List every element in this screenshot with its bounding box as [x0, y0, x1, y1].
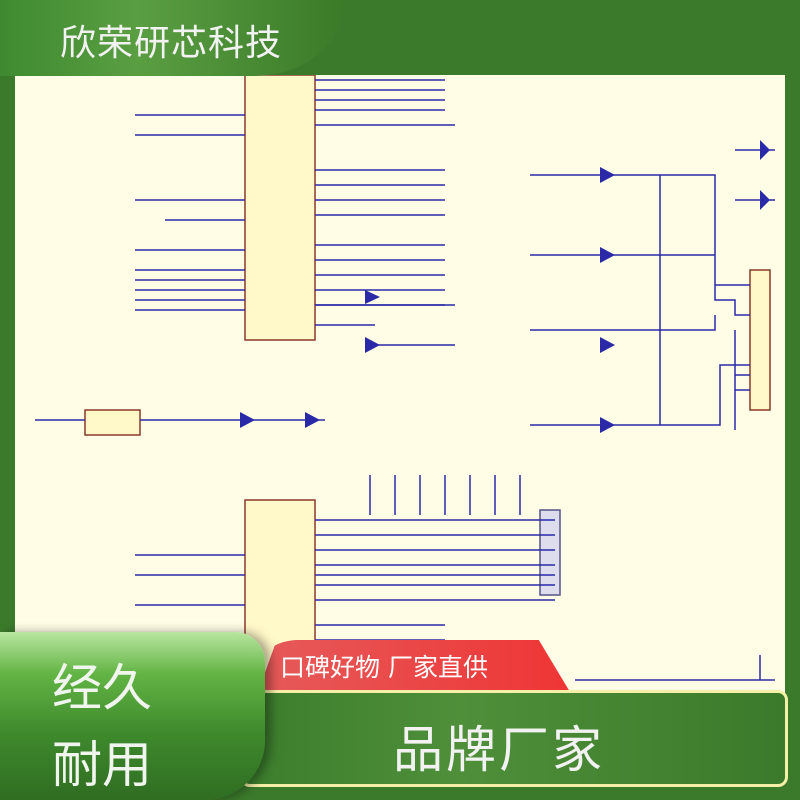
main-label-box: 品牌厂家	[240, 690, 788, 787]
circuit-schematic-image	[15, 75, 785, 695]
badge-line-1: 经久	[52, 659, 152, 717]
promo-text: 口碑好物 厂家直供	[280, 653, 488, 682]
promo-tab: 口碑好物 厂家直供	[258, 640, 570, 692]
main-label: 品牌厂家	[393, 721, 605, 779]
badge-line-2: 耐用	[52, 736, 152, 794]
durability-badge	[0, 632, 265, 800]
schematic-drawing	[35, 75, 775, 695]
brand-banner: 欣荣研芯科技	[0, 0, 345, 76]
brand-name: 欣荣研芯科技	[60, 23, 283, 64]
